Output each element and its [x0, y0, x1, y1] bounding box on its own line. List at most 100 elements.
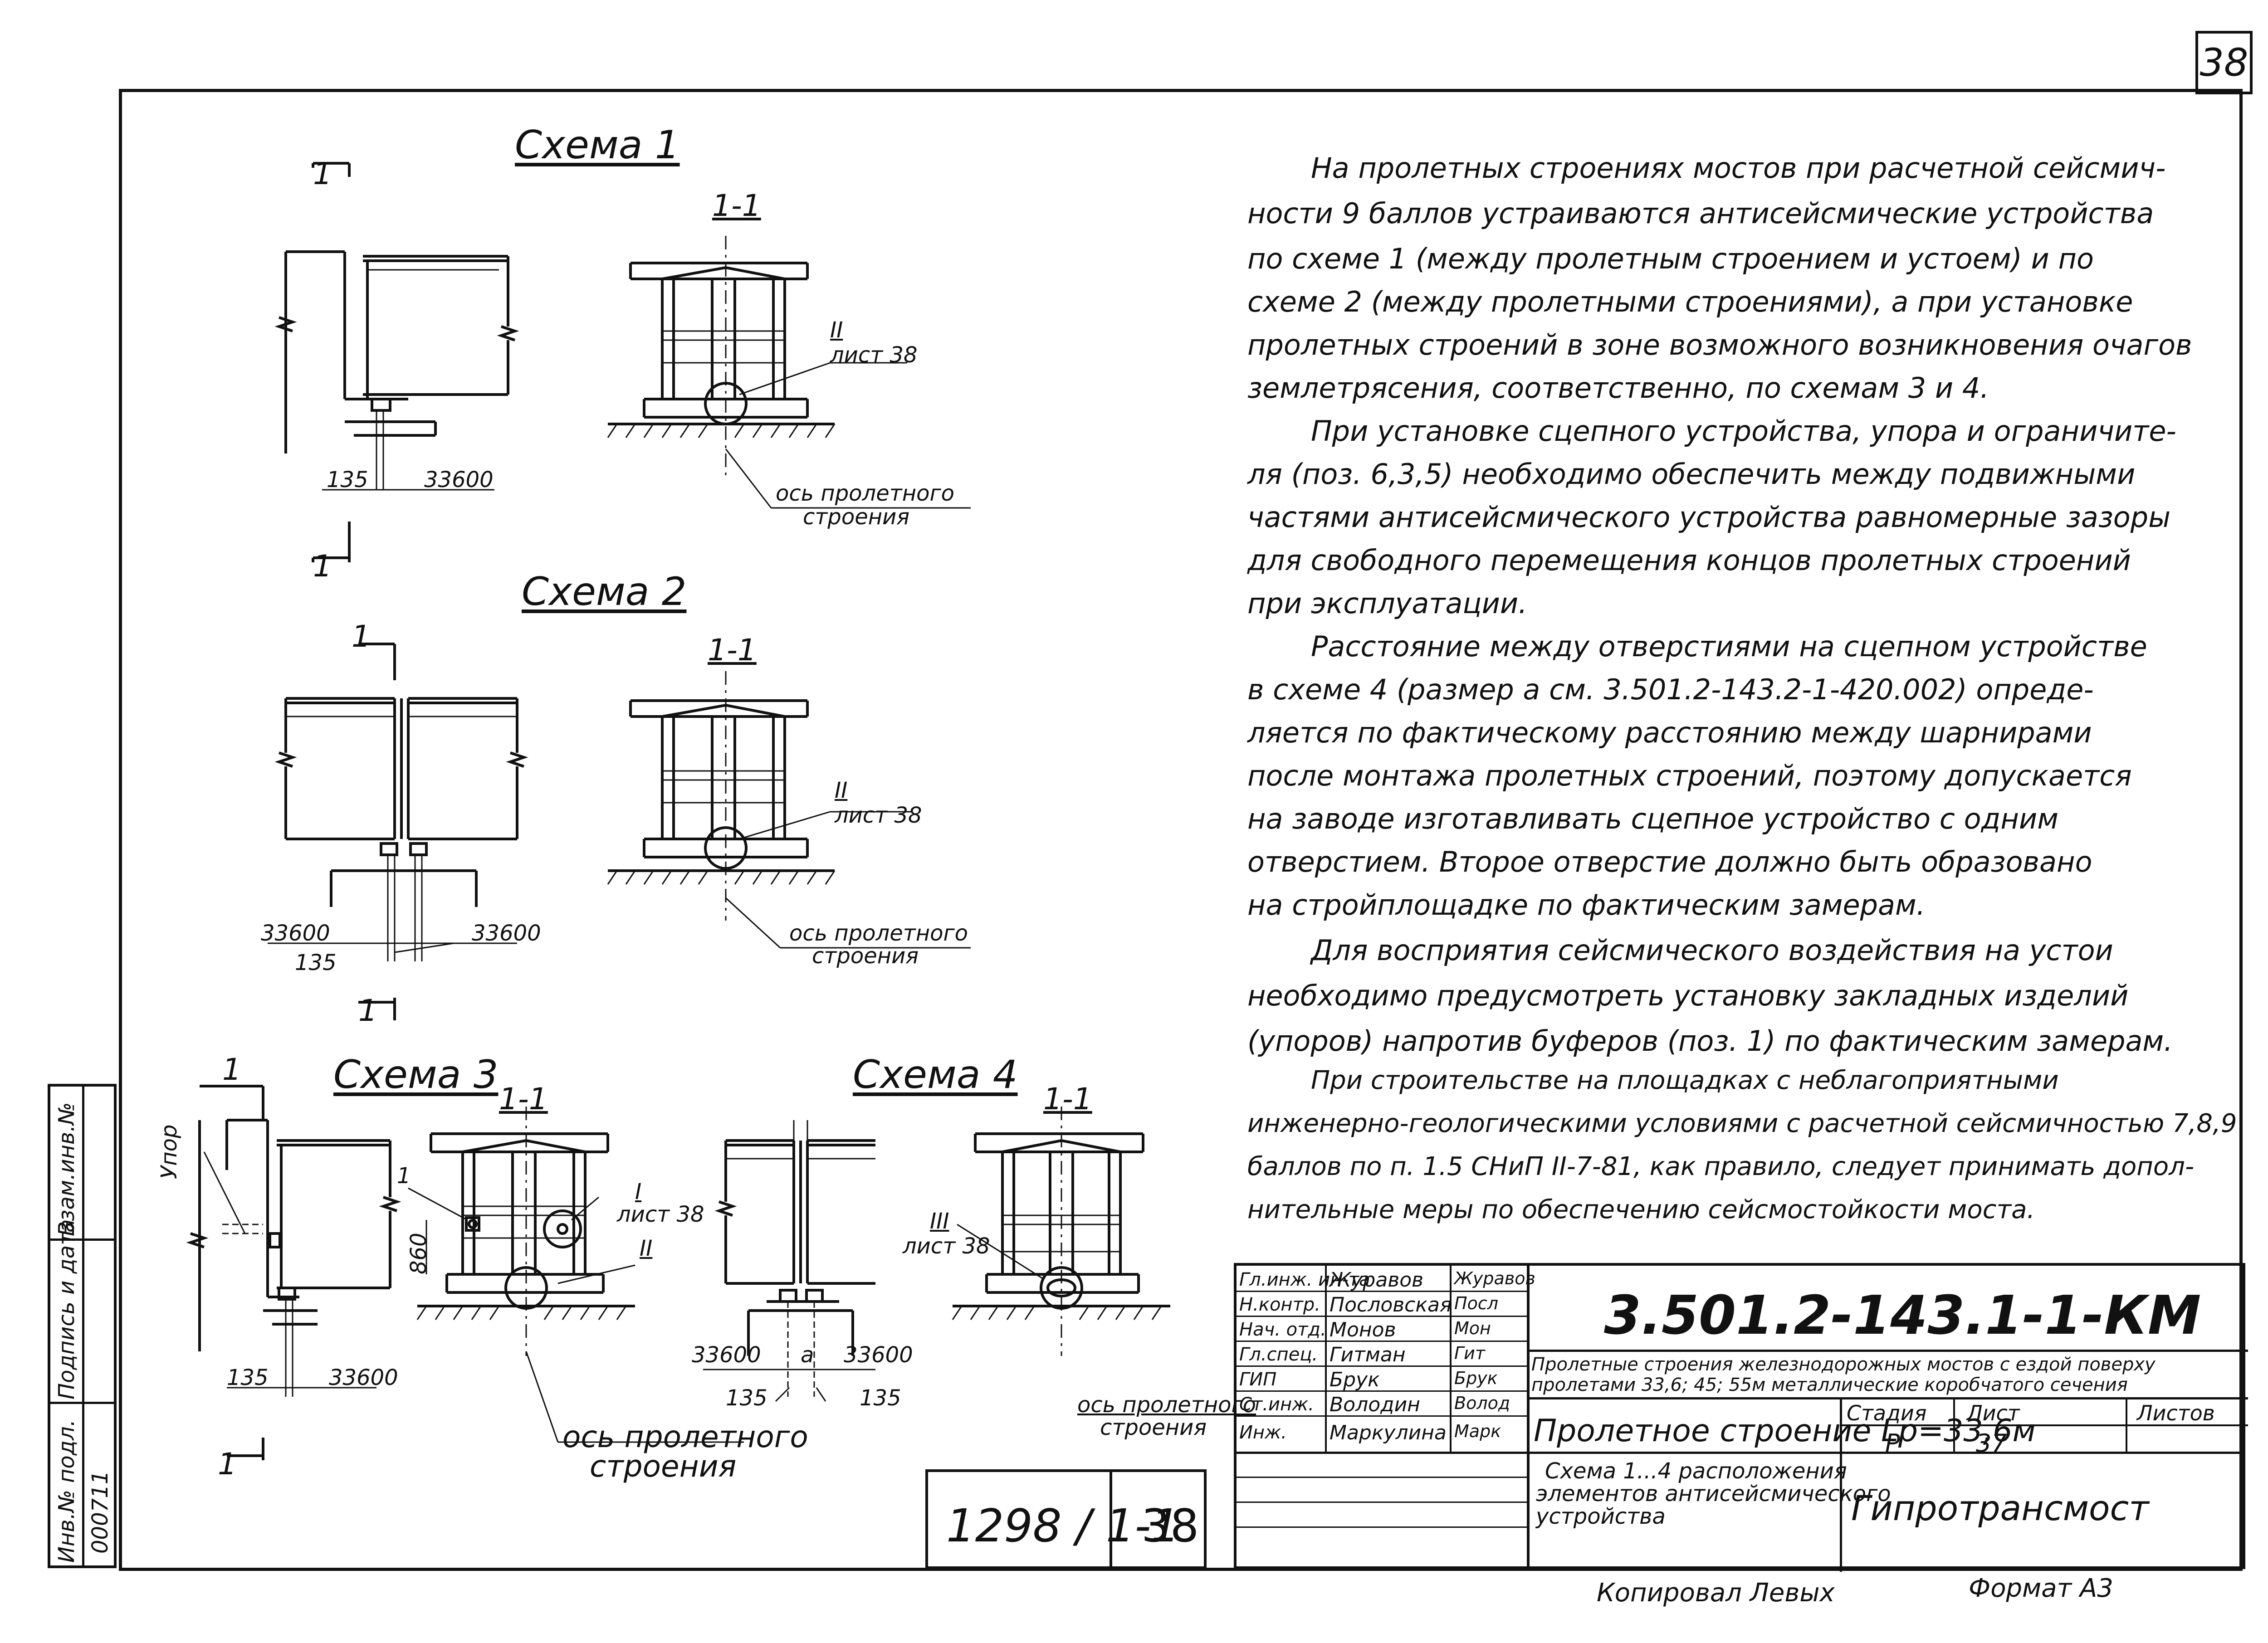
note-line: по схеме 1 (между пролетным строением и … — [1247, 242, 2094, 275]
note-line: частями антисейсмического устройства рав… — [1247, 501, 2171, 534]
dim-33600: 33600 — [844, 1342, 913, 1368]
role: Н.контр. — [1239, 1294, 1320, 1315]
inventory-stamp: 1298 / 1-1 38 — [925, 1469, 1207, 1569]
sheet-value: 37 — [1976, 1429, 2007, 1458]
scheme-1-title: Схема 1 — [515, 122, 680, 168]
dim-135: 135 — [327, 467, 368, 492]
cut-mark: 1 — [222, 1052, 241, 1087]
dim-33600: 33600 — [472, 921, 541, 946]
role: ГИП — [1239, 1369, 1277, 1390]
title-block: Гл.инж. ин-та Н.контр. Нач. отд. Гл.спец… — [1234, 1263, 2248, 1572]
scheme1-section — [607, 236, 971, 509]
axis-label-2: строения — [1100, 1415, 1207, 1440]
role: Гл.спец. — [1239, 1344, 1318, 1365]
sheet-title: Пролетное строение Lр=33,6м — [1534, 1413, 2036, 1449]
drawing-title: элементов антисейсмического — [1536, 1481, 1891, 1506]
ref-II: II — [640, 1236, 653, 1261]
name: Брук — [1330, 1368, 1380, 1391]
signature: Гит — [1454, 1343, 1486, 1363]
name: Журавов — [1330, 1268, 1424, 1292]
role: Нач. отд. — [1239, 1319, 1326, 1340]
ref-II: II — [830, 317, 843, 343]
note-line: в схеме 4 (размер а см. 3.501.2-143.2-1-… — [1247, 673, 2094, 706]
role: Инж. — [1239, 1422, 1287, 1443]
signature: Журавов — [1454, 1268, 1535, 1288]
ref-I: I — [635, 1179, 642, 1204]
sheet-ref: лист 38 — [835, 803, 922, 828]
axis-label: ось пролетного — [562, 1419, 808, 1454]
stop-label: Упор — [156, 1124, 182, 1179]
cut-mark: 1 — [313, 156, 332, 191]
project-description: Пролетные строения железнодорожных мосто… — [1531, 1354, 2156, 1375]
document-code: 3.501.2-143.1-1-КМ — [1604, 1284, 2201, 1346]
note-line: инженерно-геологическими условиями с рас… — [1247, 1109, 2237, 1138]
signature: Волод — [1454, 1393, 1510, 1413]
sheet-number-corner: 38 — [2195, 31, 2253, 94]
cut-mark: 1 — [358, 993, 377, 1028]
scheme1-side-view — [274, 162, 519, 562]
section-1-1-label: 1-1 — [712, 188, 761, 223]
pos-1: 1 — [397, 1163, 411, 1189]
ref-III: III — [930, 1209, 949, 1234]
sheet-label: Лист — [1967, 1401, 2020, 1425]
dim-135: 135 — [227, 1365, 269, 1390]
sheets-label: Листов — [2137, 1401, 2215, 1425]
role: Гл.инж. ин-та — [1239, 1269, 1370, 1290]
axis-label: ось пролетного — [776, 481, 955, 506]
ref-II: II — [835, 778, 848, 803]
section-1-1-label: 1-1 — [499, 1082, 548, 1116]
sidebar-label: Подпись и дата — [54, 1219, 79, 1399]
axis-label: ось пролетного — [789, 921, 968, 946]
note-line: после монтажа пролетных строений, поэтом… — [1247, 759, 2132, 792]
dim-135: 135 — [295, 950, 337, 975]
project-description: пролетами 33,6; 45; 55м металлические ко… — [1531, 1375, 2128, 1395]
sidebar-label: Взам.инв.№ — [54, 1102, 79, 1236]
organization: Гипротрансмост — [1851, 1488, 2149, 1528]
dim-33600: 33600 — [424, 467, 494, 492]
signature: Посл — [1454, 1293, 1499, 1313]
name: Гитман — [1330, 1343, 1406, 1366]
cut-mark: 1 — [352, 619, 371, 654]
inventory-number: 000711 — [88, 1470, 113, 1554]
stage-value: Р — [1885, 1429, 1900, 1458]
scheme-4-title: Схема 4 — [853, 1052, 1018, 1097]
dim-135: 135 — [726, 1385, 767, 1411]
dim-33600: 33600 — [261, 921, 330, 946]
drawing-title: устройства — [1536, 1504, 1666, 1529]
note-line: схеме 2 (между пролетными строениями), а… — [1247, 285, 2133, 318]
axis-label-2: строения — [812, 943, 919, 969]
note-line: на стройплощадке по фактическим замерам. — [1247, 888, 1926, 921]
copied-by: Копировал Левых — [1597, 1578, 1835, 1608]
drawing-frame — [119, 89, 2243, 1571]
dim-135: 135 — [860, 1385, 901, 1411]
note-line: При строительстве на площадках с неблаго… — [1311, 1066, 2059, 1095]
note-line: На пролетных строениях мостов при расчет… — [1311, 151, 2166, 185]
scheme4-section — [952, 1107, 1170, 1356]
drawing-title: Схема 1...4 расположения — [1545, 1458, 1847, 1484]
inventory-sheet: 38 — [1141, 1499, 1199, 1552]
note-line: отверстием. Второе отверстие должно быть… — [1247, 845, 2092, 878]
note-line: Для восприятия сейсмического воздействия… — [1311, 934, 2113, 967]
scheme3-section — [408, 1107, 744, 1443]
name: Пословская — [1330, 1293, 1452, 1316]
name: Монов — [1330, 1318, 1396, 1341]
signature: Марк — [1454, 1421, 1501, 1441]
sheet-ref: лист 38 — [830, 342, 918, 368]
section-1-1-label: 1-1 — [708, 633, 757, 668]
cut-mark: 1 — [218, 1447, 237, 1482]
scheme3-side-view — [186, 1085, 401, 1460]
scheme-2-title: Схема 2 — [522, 569, 687, 614]
role: Ст.инж. — [1239, 1394, 1314, 1415]
dim-33600: 33600 — [329, 1365, 398, 1390]
name: Маркулина — [1330, 1421, 1447, 1444]
scheme4-side-view — [703, 1120, 875, 1402]
note-line: баллов по п. 1.5 СНиП II-7-81, как прави… — [1247, 1152, 2195, 1181]
signature: Брук — [1454, 1368, 1498, 1388]
signature: Мон — [1454, 1318, 1491, 1338]
note-line: для свободного перемещения концов пролет… — [1247, 544, 2131, 577]
note-line: При установке сцепного устройства, упора… — [1311, 414, 2176, 448]
note-line: необходимо предусмотреть установку закла… — [1247, 979, 2129, 1012]
section-1-1-label: 1-1 — [1043, 1082, 1092, 1116]
name: Володин — [1330, 1393, 1420, 1416]
